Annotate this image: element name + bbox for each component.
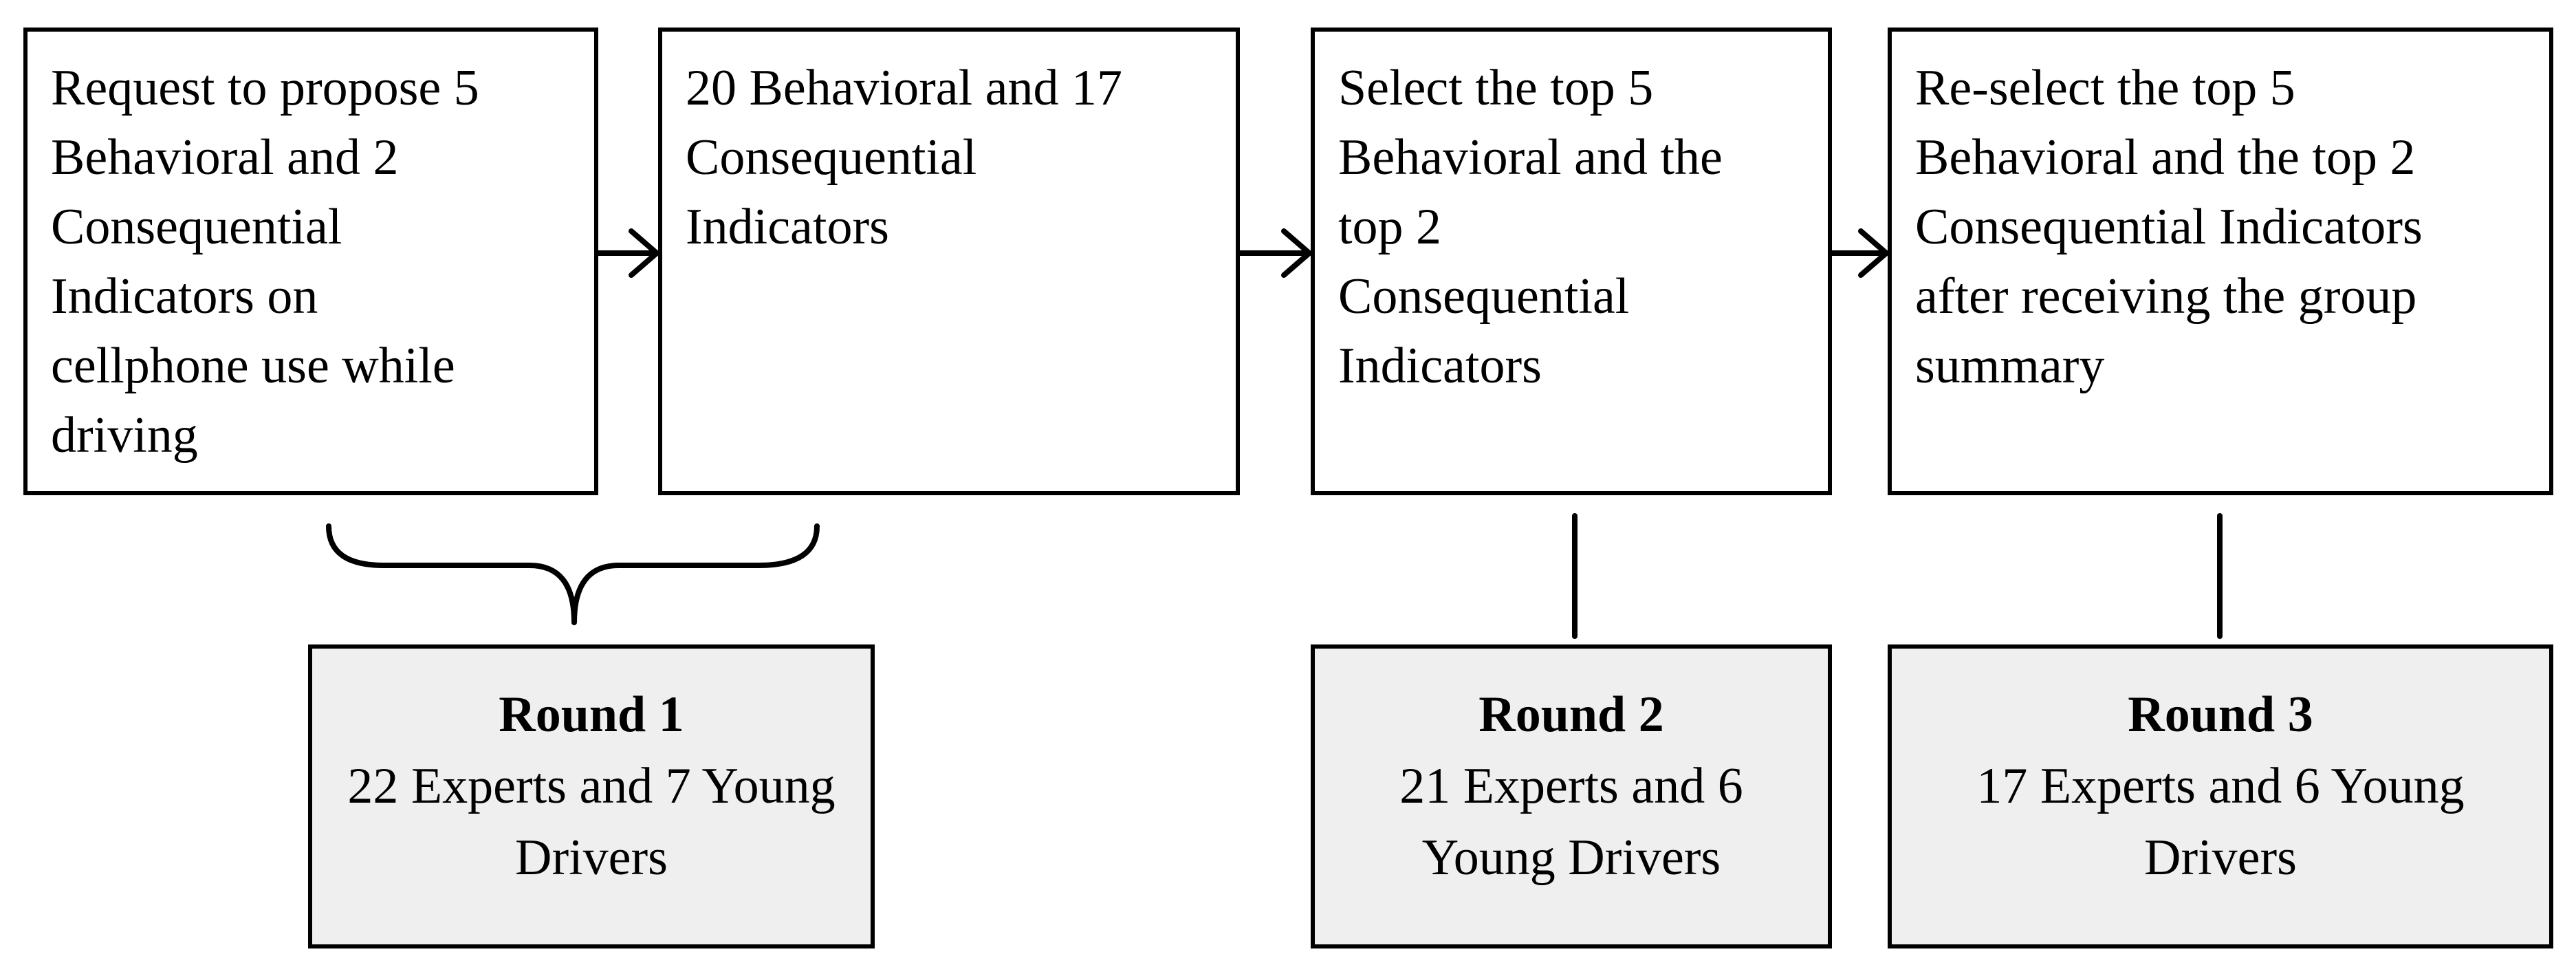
round-desc-3: 17 Experts and 6 Young Drivers [1976,758,2465,886]
step-box-select: Select the top 5 Behavioral and the top … [1311,28,1832,495]
round-text-2: Round 2 21 Experts and 6 Young Drivers [1315,679,1828,893]
round-box-2: Round 2 21 Experts and 6 Young Drivers [1311,644,1832,948]
round-title-2: Round 2 [1478,686,1664,743]
step-text-select: Select the top 5 Behavioral and the top … [1338,60,1723,394]
arrow-right-icon-1 [596,228,659,278]
round-title-3: Round 3 [2128,686,2313,743]
round-text-1: Round 1 22 Experts and 7 Young Drivers [312,679,871,893]
round-desc-1: 22 Experts and 7 Young Drivers [347,758,836,886]
step-box-reselect: Re-select the top 5 Behavioral and the t… [1888,28,2553,495]
round-title-1: Round 1 [499,686,684,743]
round-box-3: Round 3 17 Experts and 6 Young Drivers [1888,644,2553,948]
step-text-indicators: 20 Behavioral and 17 Consequential Indic… [686,60,1122,255]
step-text-reselect: Re-select the top 5 Behavioral and the t… [1915,60,2423,394]
step-box-request: Request to propose 5 Behavioral and 2 Co… [23,28,598,495]
round-desc-2: 21 Experts and 6 Young Drivers [1399,758,1743,886]
step-box-indicators: 20 Behavioral and 17 Consequential Indic… [658,28,1240,495]
curly-brace-icon [326,523,820,625]
round-text-3: Round 3 17 Experts and 6 Young Drivers [1892,679,2549,893]
step-text-request: Request to propose 5 Behavioral and 2 Co… [51,60,479,464]
arrow-right-icon-2 [1237,228,1312,278]
round-box-1: Round 1 22 Experts and 7 Young Drivers [308,644,875,948]
arrow-right-icon-3 [1829,228,1889,278]
